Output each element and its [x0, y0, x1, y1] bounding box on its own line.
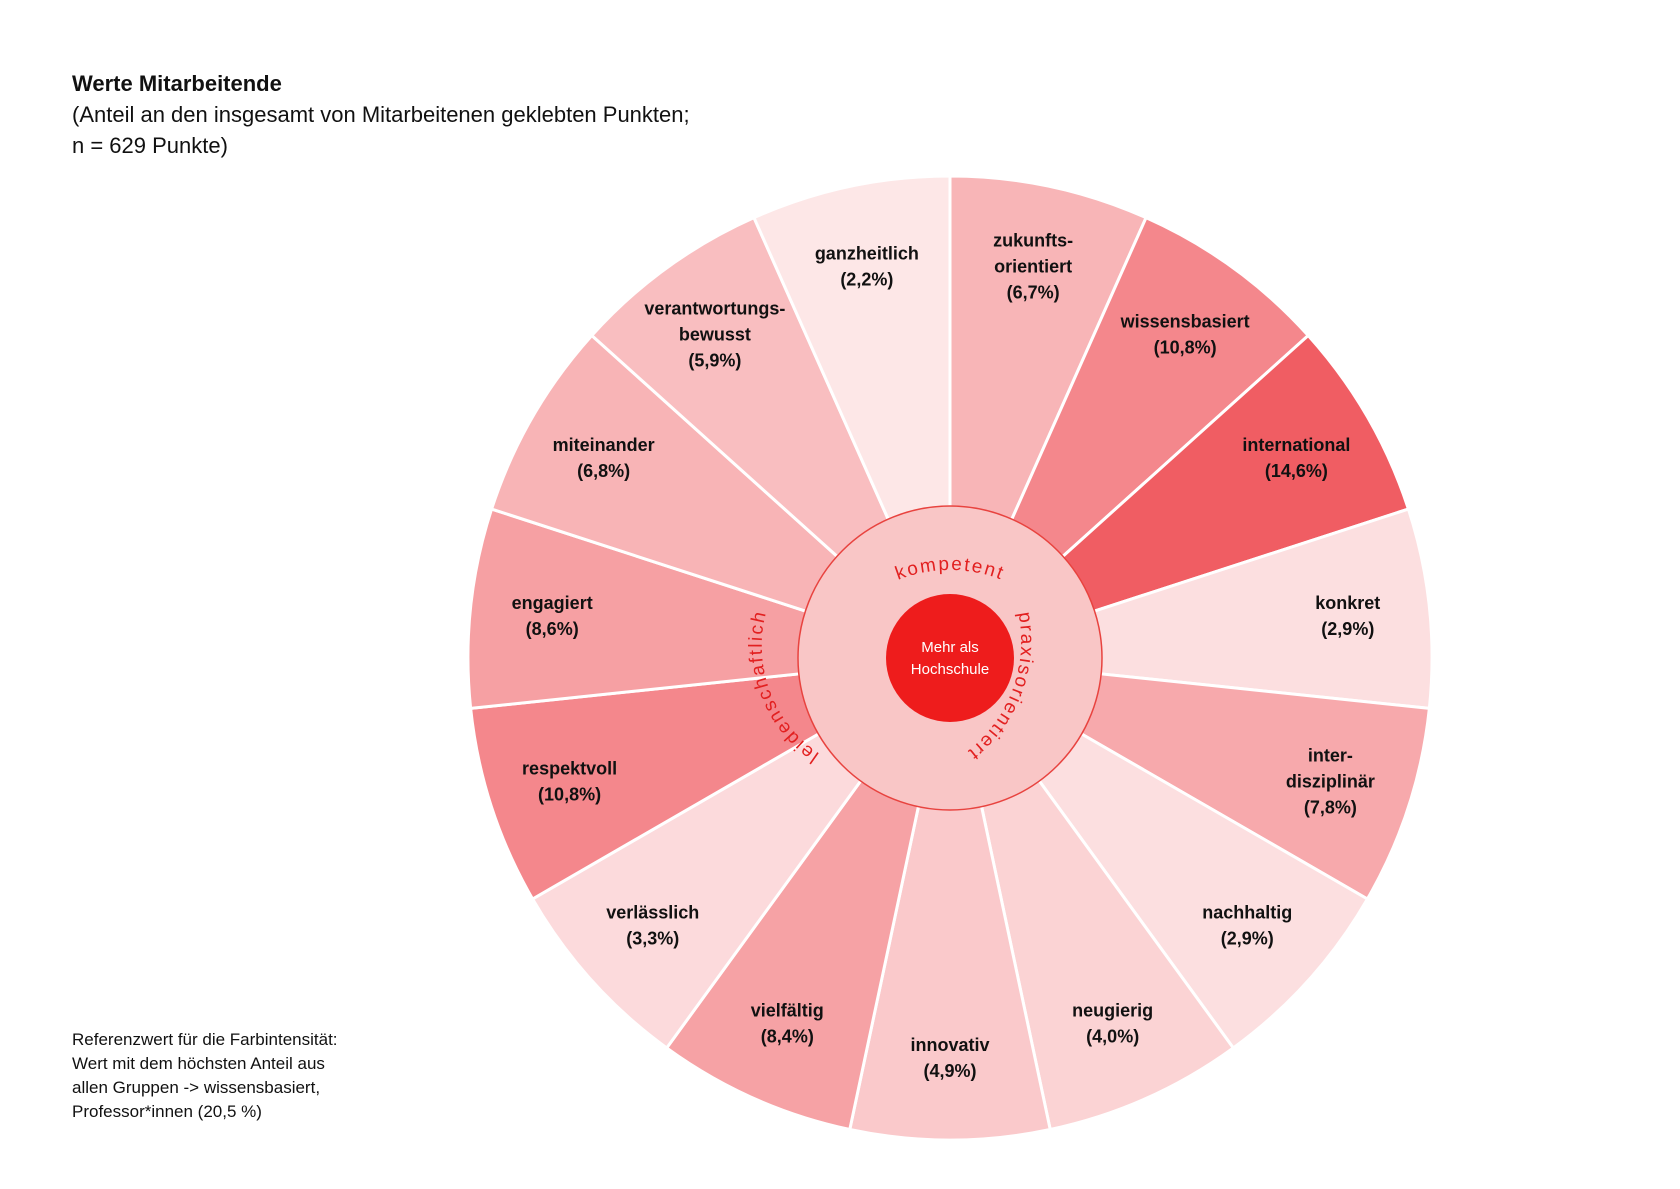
segment-value-label: (2,2%) — [840, 270, 893, 290]
segment-name-label: verantwortungs- — [644, 298, 785, 318]
segment-label: wissensbasiert (10,8%) — [1120, 311, 1250, 357]
segment-value-label: (6,7%) — [1007, 283, 1060, 303]
chart-title: Werte Mitarbeitende — [72, 71, 282, 96]
segment-name-label: inter- — [1308, 746, 1353, 766]
segment-value-label: (10,8%) — [1154, 337, 1217, 357]
segment-label: ganzheitlich (2,2%) — [815, 244, 919, 290]
segment-name-label: ganzheitlich — [815, 244, 919, 264]
chart-title-block: Werte Mitarbeitende (Anteil an den insge… — [72, 68, 832, 161]
segment-label: nachhaltig (2,9%) — [1202, 903, 1292, 949]
center-label-line1: Mehr als — [921, 639, 979, 656]
chart-subtitle-line2: n = 629 Punkte) — [72, 133, 228, 158]
reference-note-line3: allen Gruppen -> wissensbasiert, — [72, 1078, 321, 1097]
segment-label: innovativ (4,9%) — [910, 1035, 989, 1081]
segment-name-label: neugierig — [1072, 1000, 1153, 1020]
segment-label: konkret (2,9%) — [1315, 593, 1380, 639]
segment-value-label: (8,4%) — [761, 1026, 814, 1046]
segment-label: international (14,6%) — [1242, 435, 1350, 481]
segment-label: zukunfts-orientiert (6,7%) — [993, 231, 1073, 303]
reference-note-line1: Referenzwert für die Farbintensität: — [72, 1030, 338, 1049]
segment-name-label: wissensbasiert — [1120, 311, 1250, 331]
segment-value-label: (6,8%) — [577, 461, 630, 481]
reference-note-line4: Professor*innen (20,5 %) — [72, 1102, 262, 1121]
segment-value-label: (4,9%) — [923, 1061, 976, 1081]
segment-label: verantwortungs-bewusst (5,9%) — [644, 298, 785, 370]
segment-name-label: miteinander — [553, 435, 655, 455]
segment-label: neugierig (4,0%) — [1072, 1000, 1153, 1046]
reference-note-line2: Wert mit dem höchsten Anteil aus — [72, 1054, 325, 1073]
segment-name-label: verlässlich — [606, 903, 699, 923]
segment-value-label: (4,0%) — [1086, 1026, 1139, 1046]
segment-name-label: vielfältig — [751, 1000, 824, 1020]
segment-name-label: innovativ — [910, 1035, 989, 1055]
center-circle — [886, 594, 1014, 722]
segment-name-label: orientiert — [994, 257, 1072, 277]
segment-label: verlässlich (3,3%) — [606, 903, 699, 949]
segment-name-label: nachhaltig — [1202, 903, 1292, 923]
segment-value-label: (14,6%) — [1265, 461, 1328, 481]
segment-value-label: (3,3%) — [626, 929, 679, 949]
segment-label: respektvoll (10,8%) — [522, 759, 617, 805]
segment-value-label: (5,9%) — [688, 350, 741, 370]
chart-subtitle-line1: (Anteil an den insgesamt von Mitarbeiten… — [72, 102, 690, 127]
segment-label: engagiert (8,6%) — [512, 593, 593, 639]
reference-note: Referenzwert für die Farbintensität: Wer… — [72, 1028, 382, 1124]
wheel-segments — [466, 174, 1434, 1142]
center-label-line2: Hochschule — [911, 661, 989, 678]
segment-value-label: (7,8%) — [1304, 798, 1357, 818]
segment-name-label: respektvoll — [522, 759, 617, 779]
segment-name-label: disziplinär — [1286, 772, 1375, 792]
segment-label: inter-disziplinär (7,8%) — [1286, 746, 1375, 818]
segment-name-label: engagiert — [512, 593, 593, 613]
segment-value-label: (8,6%) — [526, 619, 579, 639]
segment-label: miteinander (6,8%) — [553, 435, 655, 481]
segment-value-label: (2,9%) — [1221, 929, 1274, 949]
segment-label: vielfältig (8,4%) — [751, 1000, 824, 1046]
segment-name-label: konkret — [1315, 593, 1380, 613]
segment-name-label: zukunfts- — [993, 231, 1073, 251]
wheel-segment-labels: zukunfts-orientiert (6,7%) wissensbasiert (… — [512, 231, 1381, 1081]
segment-name-label: bewusst — [679, 324, 751, 344]
segment-name-label: international — [1242, 435, 1350, 455]
segment-value-label: (10,8%) — [538, 785, 601, 805]
segment-value-label: (2,9%) — [1321, 619, 1374, 639]
